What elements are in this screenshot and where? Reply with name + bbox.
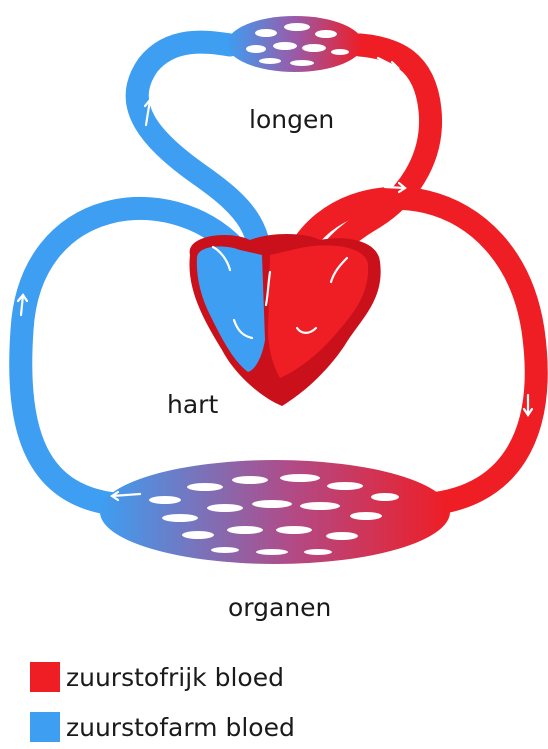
lung-capillaries <box>227 16 363 72</box>
legend-item-oxygen-rich: zuurstofrijk bloed <box>30 662 284 692</box>
lungs-label: longen <box>249 105 334 134</box>
pulmonary-vein-right <box>322 45 431 268</box>
heart-label: hart <box>167 390 218 419</box>
organs-label: organen <box>228 593 331 622</box>
legend-label-oxygen-poor: zuurstofarm bloed <box>66 713 295 742</box>
legend-swatch-blue <box>30 712 60 742</box>
organ-capillaries <box>100 460 450 564</box>
legend-swatch-red <box>30 662 60 692</box>
heart <box>189 234 380 406</box>
legend-item-oxygen-poor: zuurstofarm bloed <box>30 712 295 742</box>
legend-label-oxygen-rich: zuurstofrijk bloed <box>66 663 284 692</box>
arrow-aorta <box>385 187 405 188</box>
